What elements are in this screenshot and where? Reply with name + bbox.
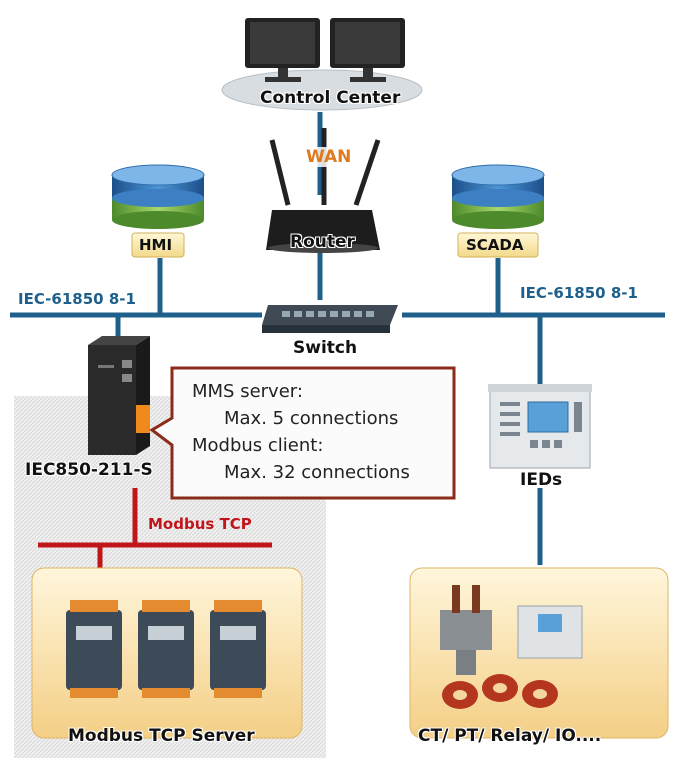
modbus-links [38,488,272,568]
modbus-link-label: Modbus TCP [148,515,252,533]
modbus-client-detail: Max. 32 connections [224,462,410,483]
field-devices-label: CT/ PT/ Relay/ IO.... [418,726,602,746]
ieds-label: IEDs [520,470,563,490]
gateway-device-icon [88,336,150,455]
scada-label: SCADA [466,236,524,254]
mms-detail: Max. 5 connections [224,408,399,429]
field-devices-tray [409,567,669,739]
gateway-label: IEC850-211-S [25,460,153,480]
modbus-servers-label: Modbus TCP Server [68,726,255,746]
callout-text: MMS server: Max. 5 connections Modbus cl… [192,378,410,486]
iec-left-label: IEC-61850 8-1 [18,290,136,308]
scada-database-icon [451,164,545,258]
relay-unit-icon [517,605,583,659]
router-label: Router [290,232,355,252]
modbus-module-3 [210,600,266,698]
control-center-icon [221,18,423,111]
switch-label: Switch [293,338,358,358]
hmi-database-icon [111,164,205,258]
transformer-icon [440,585,492,675]
wan-label: WAN [300,147,358,167]
control-center-label: Control Center [260,88,401,108]
network-links [10,112,665,565]
switch-icon [262,305,398,333]
modbus-servers-tray [31,567,303,739]
modbus-client-title: Modbus client: [192,435,324,456]
modbus-module-2 [138,600,194,698]
mms-title: MMS server: [192,381,303,402]
callout-box [149,366,456,500]
modbus-module-1 [66,600,122,698]
hmi-label: HMI [139,236,173,254]
ied-device-icon [488,384,592,469]
iec-right-label: IEC-61850 8-1 [520,284,638,302]
